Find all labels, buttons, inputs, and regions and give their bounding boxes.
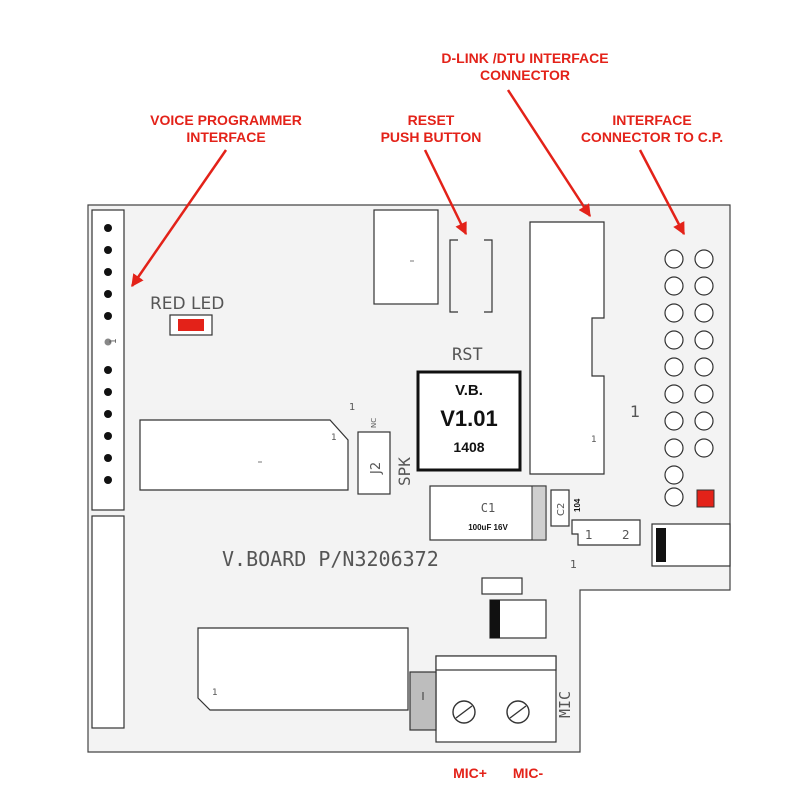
left-ic xyxy=(139,419,349,491)
reset-push-button xyxy=(449,239,493,313)
rst-label: RST xyxy=(452,345,483,365)
c2-label: C2 xyxy=(556,503,567,516)
part-number: V.BOARD P/N3206372 xyxy=(222,547,439,571)
bottom-ic-pin-one: 1 xyxy=(212,688,218,698)
reset-arrow xyxy=(423,149,468,236)
jumper-2: 2 xyxy=(622,528,630,542)
dlink-dtu-connector xyxy=(529,221,605,475)
dlink-pin-one: 1 xyxy=(591,435,597,445)
cp-connector-pins xyxy=(664,249,714,485)
chip-line1: V.B. xyxy=(455,382,483,399)
cp-callout-line1: INTERFACE xyxy=(612,112,691,128)
dlink-callout-line2: CONNECTOR xyxy=(480,67,570,83)
c1-label: C1 xyxy=(481,501,495,515)
bottom-ic xyxy=(197,627,409,711)
c2-value: 104 xyxy=(573,498,582,512)
mic-plus-label: MIC+ xyxy=(453,765,487,781)
cp-callout-line2: CONNECTOR TO C.P. xyxy=(581,129,723,145)
mic-plug xyxy=(409,671,437,731)
mic-label: MIC xyxy=(556,691,574,718)
red-led xyxy=(178,319,204,331)
nc-label: NC xyxy=(370,418,378,428)
j2-label: J2 xyxy=(369,462,384,475)
cp-pin-one-label: 1 xyxy=(630,402,640,421)
mic-screw-terminals xyxy=(452,700,530,724)
header-pins xyxy=(104,224,112,484)
spk-label: SPK xyxy=(395,457,414,486)
main-chip xyxy=(416,370,522,472)
small-resistor xyxy=(481,577,523,595)
cp-arrow xyxy=(638,149,686,236)
c1-value: 100uF 16V xyxy=(468,523,508,532)
c2-capacitor xyxy=(550,489,570,527)
top-component xyxy=(373,209,439,305)
dlink-callout-line1: D-LINK /DTU INTERFACE xyxy=(441,50,608,66)
voice-callout-line2: INTERFACE xyxy=(186,129,265,145)
lower-left-header xyxy=(91,515,125,729)
voice-callout-line1: VOICE PROGRAMMER xyxy=(150,112,302,128)
voice-programmer-header xyxy=(91,209,125,511)
top-pin-one: 1 xyxy=(349,402,355,413)
mic-minus-label: MIC- xyxy=(513,765,544,781)
left-ic-pin-one: 1 xyxy=(331,433,337,443)
cp-pin-round xyxy=(664,487,684,507)
left-pin-label: 1 xyxy=(109,338,119,344)
voice-arrow xyxy=(130,149,228,288)
cp-pin-one xyxy=(696,489,715,508)
jumper xyxy=(571,519,641,546)
reset-callout-line1: RESET xyxy=(408,112,455,128)
dlink-arrow xyxy=(506,89,592,218)
jumper-1: 1 xyxy=(585,528,593,542)
reset-callout-line2: PUSH BUTTON xyxy=(381,129,482,145)
chip-line3: 1408 xyxy=(453,439,484,455)
chip-line2: V1.01 xyxy=(440,406,498,431)
red-led-label: RED LED xyxy=(150,294,224,314)
pin-one-marker xyxy=(104,338,112,346)
lower-pin-one: 1 xyxy=(570,558,577,571)
j2-connector xyxy=(357,431,391,495)
